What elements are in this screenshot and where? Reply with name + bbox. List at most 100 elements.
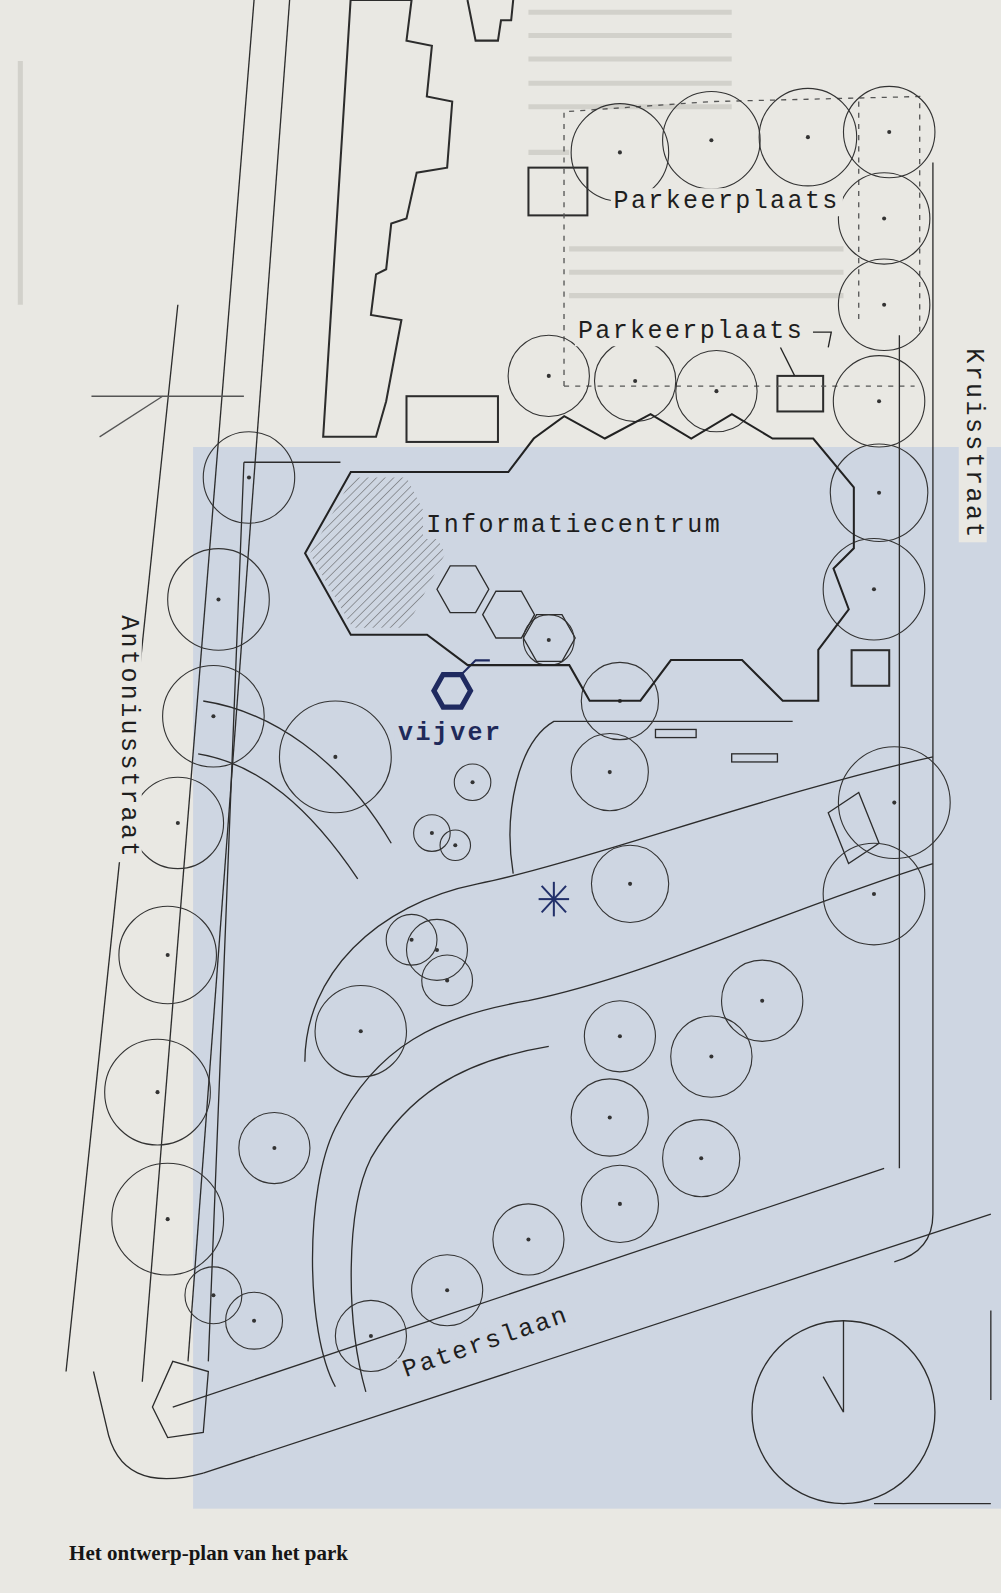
tree	[571, 1079, 648, 1156]
tree	[838, 747, 950, 859]
tree	[584, 1001, 655, 1072]
star-symbol	[539, 882, 569, 917]
tree-dot	[618, 150, 622, 154]
tree	[226, 1292, 283, 1349]
tree-dot	[547, 374, 551, 378]
tree	[838, 173, 929, 264]
tree	[759, 88, 857, 186]
tree	[663, 1120, 740, 1197]
tree	[422, 955, 473, 1006]
trees	[105, 86, 951, 1371]
pond-label: vijver	[395, 720, 505, 748]
tree-dot	[445, 1288, 449, 1292]
tree	[833, 356, 924, 447]
tree	[508, 335, 589, 416]
parking-label: Parkeerplaats	[610, 188, 842, 216]
tree	[386, 914, 437, 965]
tree	[163, 665, 265, 767]
tree-dot	[247, 475, 251, 479]
parking-label: Parkeerplaats	[575, 319, 807, 347]
tree-dot	[760, 999, 764, 1003]
bleed-text	[20, 12, 843, 305]
tree	[571, 734, 648, 811]
tree-dot	[333, 755, 337, 759]
tree-dot	[872, 587, 876, 591]
tree-dot	[526, 1237, 530, 1241]
tree-dot	[887, 130, 891, 134]
building-outline: Informatiecentrum	[300, 406, 859, 711]
tree-dot	[877, 491, 881, 495]
tree	[671, 1016, 752, 1097]
tree	[823, 843, 925, 945]
tree	[105, 1039, 211, 1145]
tree	[414, 815, 451, 852]
tree-dot	[608, 770, 612, 774]
tree-dot	[211, 1293, 215, 1297]
plan-lines	[66, 0, 991, 1504]
tree	[843, 86, 934, 177]
tree-dot	[547, 638, 551, 642]
tree-dot	[216, 597, 220, 601]
tree	[440, 830, 470, 860]
tree-dot	[618, 1034, 622, 1038]
tree-dot	[709, 138, 713, 142]
tree	[406, 919, 467, 980]
tree-dot	[359, 1029, 363, 1033]
tree	[132, 777, 223, 868]
tree-dot	[633, 379, 637, 383]
tree	[412, 1255, 483, 1326]
street-name: Antoniusstraat	[114, 612, 142, 862]
tree-dot	[877, 399, 881, 403]
tree	[830, 444, 928, 542]
tree	[581, 1165, 658, 1242]
tree-dot	[892, 801, 896, 805]
tree	[591, 845, 668, 922]
tree	[571, 104, 669, 202]
tree-dot	[806, 135, 810, 139]
tree	[315, 985, 406, 1076]
tree	[112, 1163, 224, 1275]
tree-dot	[714, 389, 718, 393]
tree-dot	[445, 978, 449, 982]
tree	[279, 701, 391, 813]
tree-dot	[155, 1090, 159, 1094]
street-name: Kruisstraat	[959, 345, 987, 542]
tree	[722, 960, 803, 1041]
tree	[523, 615, 574, 666]
tree	[335, 1300, 406, 1371]
tree-dot	[272, 1146, 276, 1150]
tree	[239, 1112, 310, 1183]
tree-dot	[882, 303, 886, 307]
tree	[203, 432, 294, 523]
tree-dot	[453, 843, 457, 847]
tree-dot	[176, 821, 180, 825]
outline-shape	[300, 406, 859, 711]
tree	[676, 351, 757, 432]
caption: Het ontwerp-plan van het park	[69, 1541, 348, 1566]
blue-ground	[193, 447, 1001, 1509]
tree-dot	[166, 1217, 170, 1221]
tree	[595, 340, 676, 421]
tree-dot	[882, 216, 886, 220]
tree-dot	[608, 1116, 612, 1120]
tree-dot	[471, 780, 475, 784]
tree	[493, 1204, 564, 1275]
tree-dot	[166, 953, 170, 957]
tree	[185, 1267, 242, 1324]
tree-dot	[872, 892, 876, 896]
tree	[168, 549, 270, 651]
tree	[119, 906, 217, 1004]
tree-dot	[618, 1202, 622, 1206]
tree-dot	[211, 714, 215, 718]
tree	[663, 91, 761, 189]
tree-dot	[628, 882, 632, 886]
tree-dot	[699, 1156, 703, 1160]
tree-dot	[410, 938, 414, 942]
tree	[454, 764, 491, 801]
building-name: Informatiecentrum	[423, 512, 725, 540]
tree-dot	[709, 1055, 713, 1059]
tree-dot	[430, 831, 434, 835]
tree-dot	[252, 1319, 256, 1323]
tree	[838, 259, 929, 350]
